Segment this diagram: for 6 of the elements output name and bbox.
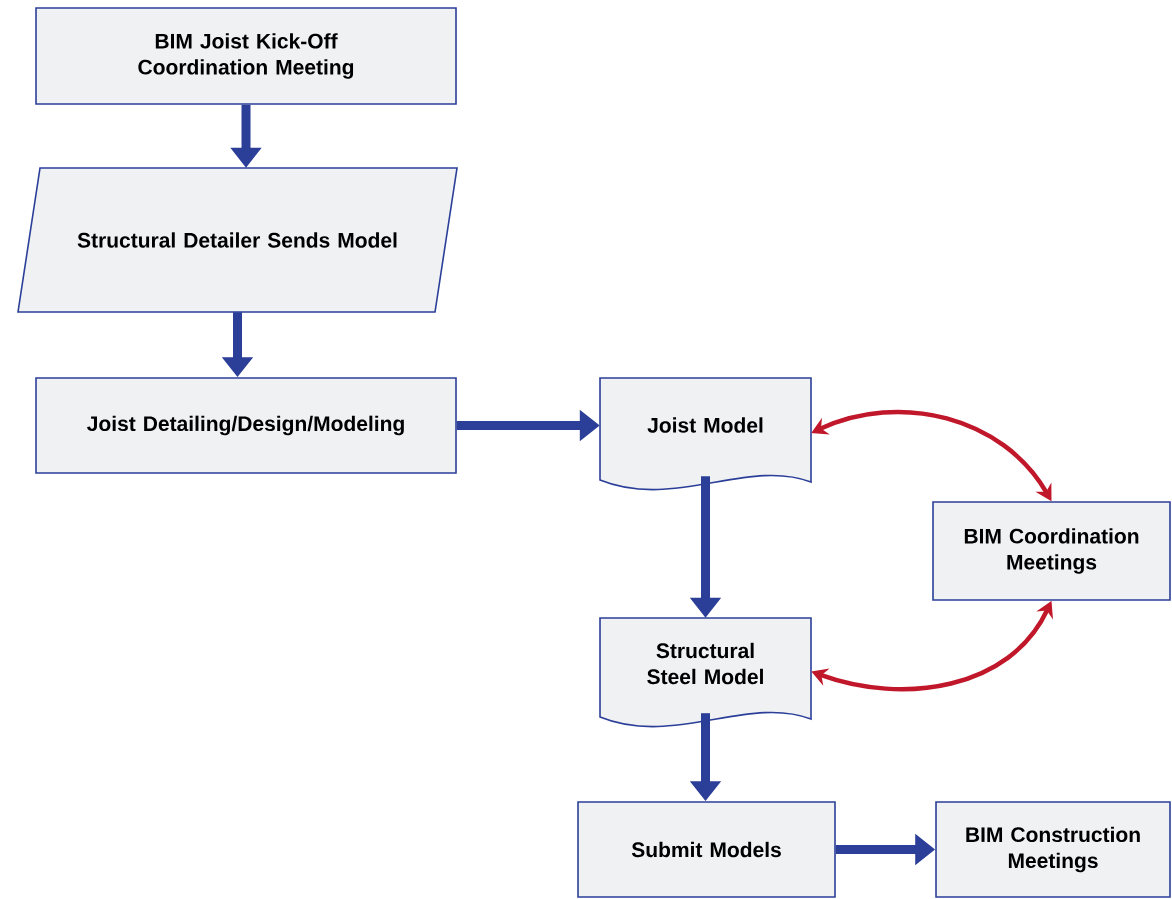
process-box: BIM Coordination Meetings — [932, 501, 1171, 601]
process-box: BIM Construction Meetings — [935, 801, 1171, 898]
process-box: BIM Joist Kick-Off Coordination Meeting — [35, 7, 457, 105]
process-box: Submit Models — [577, 801, 836, 898]
process-box: Joist Detailing/Design/Modeling — [35, 377, 457, 474]
data-parallelogram: Structural Detailer Sends Model — [17, 167, 458, 313]
